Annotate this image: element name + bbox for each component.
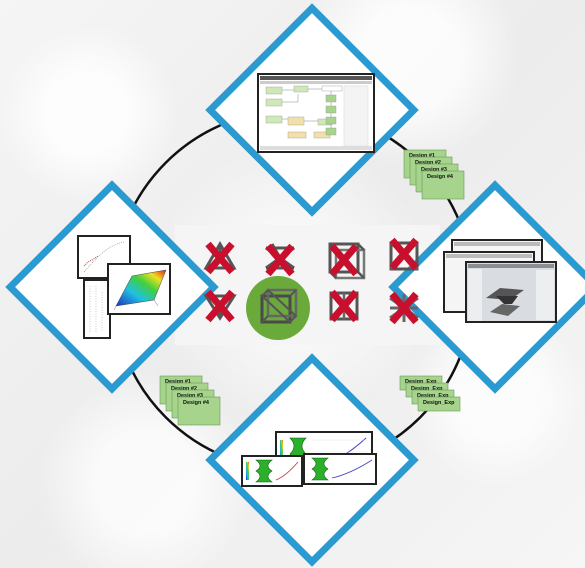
simulation-results bbox=[241, 431, 377, 487]
design-card bbox=[421, 170, 465, 200]
reject-x-6 bbox=[329, 289, 359, 323]
design-card-label: Design #3 bbox=[421, 167, 447, 173]
reject-x-marks bbox=[205, 237, 419, 325]
reject-x-7 bbox=[389, 291, 419, 325]
cad-screenshots bbox=[443, 239, 557, 323]
design-card-label: Design_Exp bbox=[411, 386, 443, 392]
reject-x-3 bbox=[329, 243, 359, 277]
workflow-screenshot bbox=[257, 73, 375, 153]
reject-x-2 bbox=[265, 243, 295, 277]
design-card bbox=[177, 396, 221, 426]
design-card-label: Design_Exp bbox=[405, 379, 437, 385]
selected-design-highlight bbox=[246, 276, 310, 340]
design-card-label: Design #3 bbox=[177, 393, 203, 399]
design-card bbox=[417, 396, 461, 412]
design-card-label: Design #1 bbox=[409, 153, 435, 159]
design-card-label: Design #1 bbox=[165, 379, 191, 385]
reject-x-5 bbox=[205, 289, 235, 323]
design-card-label: Design_Exp bbox=[423, 400, 455, 406]
design-card-label: Design #4 bbox=[183, 400, 210, 406]
analysis-plots bbox=[77, 235, 171, 339]
design-card-label: Design #2 bbox=[415, 160, 441, 166]
design-card-label: Design #4 bbox=[427, 174, 454, 180]
reject-x-1 bbox=[205, 241, 235, 275]
design-card-label: Design #2 bbox=[171, 386, 197, 392]
selected-lattice bbox=[260, 288, 298, 324]
reject-x-4 bbox=[389, 237, 419, 271]
design-card-label: Design_Exp bbox=[417, 393, 449, 399]
